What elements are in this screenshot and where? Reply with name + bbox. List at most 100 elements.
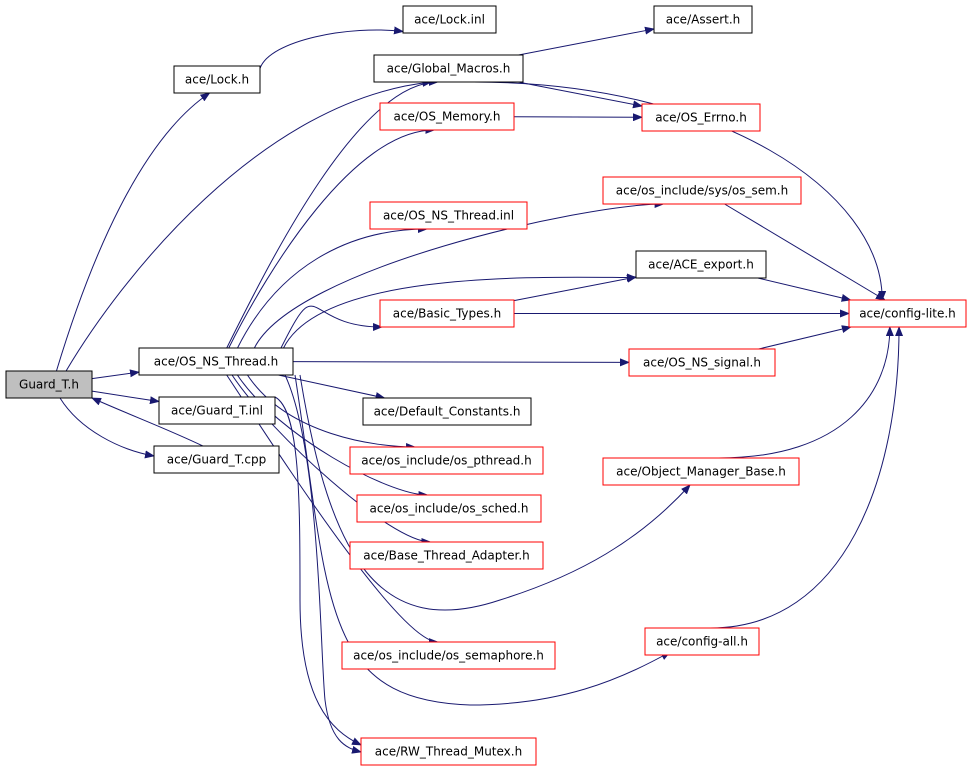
edge-guard_t_h-to-os_ns_thread_h	[91, 369, 140, 380]
node-label: ace/config-all.h	[656, 635, 748, 649]
node-lock-h[interactable]: ace/Lock.h	[173, 65, 261, 94]
node-label: ace/OS_NS_Thread.inl	[383, 209, 514, 223]
node-box[interactable]	[356, 494, 542, 523]
node-box[interactable]	[138, 347, 294, 376]
node-label: ace/Guard_T.cpp	[167, 453, 267, 467]
edge-lock_h-to-lock_inl	[259, 26, 404, 69]
node-box[interactable]	[369, 201, 528, 230]
node-label: ace/Default_Constants.h	[374, 405, 521, 419]
node-box[interactable]	[158, 396, 276, 425]
edge-ace_export_h-to-config_lite_h	[757, 277, 852, 302]
node-box[interactable]	[349, 541, 544, 570]
edge-os_ns_thread_h-to-os_ns_thread_inl	[237, 225, 429, 349]
node-box[interactable]	[173, 65, 261, 94]
edge-os_ns_thread_h-to-default_constants_h	[278, 374, 386, 401]
node-label: ace/ACE_export.h	[648, 258, 754, 272]
edge-guard_t_inl-to-rw_thread_mutex_h	[274, 396, 362, 746]
edge-os_ns_thread_h-to-os_sem_h	[253, 200, 665, 349]
node-box[interactable]	[402, 5, 497, 34]
node-config-lite-h[interactable]: ace/config-lite.h	[848, 299, 967, 328]
node-global-macros-h[interactable]: ace/Global_Macros.h	[373, 54, 524, 83]
node-os-errno-h[interactable]: ace/OS_Errno.h	[641, 103, 761, 132]
node-box[interactable]	[628, 348, 776, 377]
node-rw-thread-mutex-h[interactable]: ace/RW_Thread_Mutex.h	[360, 737, 537, 766]
node-base-thread-adapter-h[interactable]: ace/Base_Thread_Adapter.h	[349, 541, 544, 570]
node-box[interactable]	[349, 446, 544, 475]
node-guard-t-inl[interactable]: ace/Guard_T.inl	[158, 396, 276, 425]
node-os-ns-thread-inl[interactable]: ace/OS_NS_Thread.inl	[369, 201, 528, 230]
node-label: ace/Basic_Types.h	[393, 307, 501, 321]
node-os-ns-signal-h[interactable]: ace/OS_NS_signal.h	[628, 348, 776, 377]
edge-object_manager_base_h-to-config_lite_h	[718, 326, 894, 459]
edge-config_all_h-to-config_lite_h	[710, 326, 904, 629]
node-box[interactable]	[602, 457, 800, 486]
edge-os_ns_thread_h-to-os_ns_signal_h	[292, 358, 630, 367]
node-guard-t-cpp[interactable]: ace/Guard_T.cpp	[153, 445, 280, 474]
edge-guard_t_h-to-guard_t_cpp	[59, 397, 155, 459]
nodes-layer: Guard_T.h ace/Lock.h ace/Lock.inl ace/Globa…	[5, 5, 967, 766]
node-label: ace/os_include/os_sched.h	[370, 502, 529, 516]
node-label: ace/os_include/sys/os_sem.h	[616, 184, 788, 198]
edge-os_ns_thread_h-to-basic_types_h	[280, 305, 384, 349]
node-box[interactable]	[362, 397, 532, 426]
node-config-all-h[interactable]: ace/config-all.h	[644, 627, 760, 656]
edge-os_ns_thread_h-to-object_manager_base_h	[299, 374, 691, 611]
node-os-memory-h[interactable]: ace/OS_Memory.h	[379, 102, 515, 131]
node-box[interactable]	[379, 299, 515, 328]
node-label: ace/Base_Thread_Adapter.h	[363, 549, 529, 563]
edge-os_ns_thread_h-to-config_all_h	[294, 374, 671, 706]
node-os-ns-thread-h[interactable]: ace/OS_NS_Thread.h	[138, 347, 294, 376]
edge-guard_t_cpp-to-guard_t_h	[91, 397, 206, 448]
node-label: ace/Lock.h	[185, 73, 249, 87]
node-label: ace/Assert.h	[666, 13, 741, 27]
node-label: ace/OS_NS_Thread.h	[154, 355, 278, 369]
node-os-sched-h[interactable]: ace/os_include/os_sched.h	[356, 494, 542, 523]
node-ace-export-h[interactable]: ace/ACE_export.h	[635, 250, 767, 279]
node-box[interactable]	[848, 299, 967, 328]
node-box[interactable]	[5, 370, 93, 399]
node-box[interactable]	[153, 445, 280, 474]
edge-guard_t_h-to-lock_h	[55, 92, 211, 372]
node-label: ace/OS_Memory.h	[394, 110, 501, 124]
node-os-sem-h[interactable]: ace/os_include/sys/os_sem.h	[602, 176, 802, 205]
node-label: ace/os_include/os_pthread.h	[361, 454, 531, 468]
node-box[interactable]	[653, 5, 753, 34]
node-label: Guard_T.h	[19, 378, 79, 392]
node-box[interactable]	[360, 737, 537, 766]
edge-os_sem_h-to-config_lite_h	[724, 203, 886, 301]
edge-global_macros_h-to-assert_h	[518, 26, 655, 56]
node-box[interactable]	[635, 250, 767, 279]
edge-global_macros_h-to-os_errno_h	[517, 81, 643, 109]
node-box[interactable]	[602, 176, 802, 205]
node-lock-inl[interactable]: ace/Lock.inl	[402, 5, 497, 34]
node-label: ace/os_include/os_semaphore.h	[353, 649, 544, 663]
node-default-constants-h[interactable]: ace/Default_Constants.h	[362, 397, 532, 426]
node-box[interactable]	[644, 627, 760, 656]
node-assert-h[interactable]: ace/Assert.h	[653, 5, 753, 34]
node-box[interactable]	[641, 103, 761, 132]
edge-guard_t_h-to-guard_t_inl	[91, 390, 160, 405]
node-label: ace/Guard_T.inl	[171, 404, 263, 418]
edge-global_macros_h-to-config_lite_h	[473, 81, 887, 301]
node-label: ace/RW_Thread_Mutex.h	[375, 745, 522, 759]
node-box[interactable]	[373, 54, 524, 83]
node-object-manager-base-h[interactable]: ace/Object_Manager_Base.h	[602, 457, 800, 486]
edge-os_ns_thread_h-to-global_macros_h	[226, 78, 439, 349]
edge-guard_t_h-to-global_macros_h	[65, 78, 433, 372]
node-guard-t-h[interactable]: Guard_T.h	[5, 370, 93, 399]
node-label: ace/Lock.inl	[414, 13, 485, 27]
node-box[interactable]	[341, 641, 556, 670]
node-basic-types-h[interactable]: ace/Basic_Types.h	[379, 299, 515, 328]
edge-os_ns_thread_h-to-os_memory_h	[228, 126, 436, 349]
edge-os_ns_thread_h-to-os_pthread_h	[247, 374, 417, 451]
node-label: ace/config-lite.h	[859, 307, 956, 321]
node-box[interactable]	[379, 102, 515, 131]
node-label: ace/Global_Macros.h	[387, 62, 511, 76]
edge-os_ns_signal_h-to-config_lite_h	[758, 325, 852, 350]
node-label: ace/Object_Manager_Base.h	[616, 465, 786, 479]
node-os-semaphore-h[interactable]: ace/os_include/os_semaphore.h	[341, 641, 556, 670]
node-label: ace/OS_Errno.h	[655, 111, 747, 125]
node-label: ace/OS_NS_signal.h	[643, 356, 761, 370]
node-os-pthread-h[interactable]: ace/os_include/os_pthread.h	[349, 446, 544, 475]
